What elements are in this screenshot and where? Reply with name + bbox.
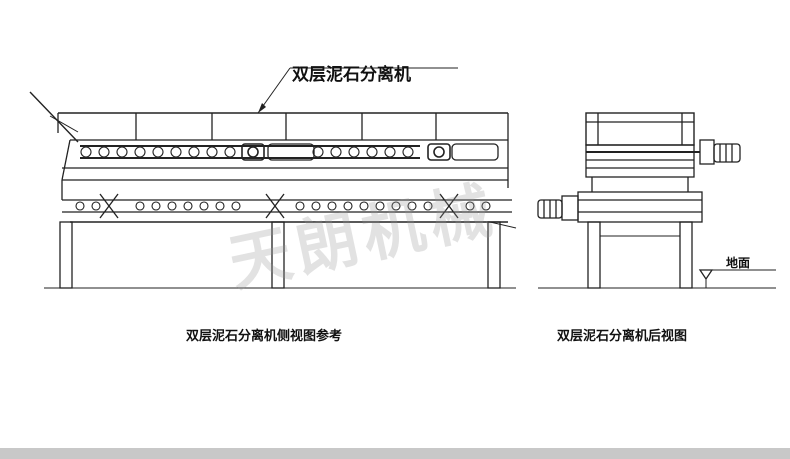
ground-label: 地面	[726, 256, 751, 270]
rear-view-caption: 双层泥石分离机后视图	[557, 329, 688, 344]
bottom-divider-bar	[0, 448, 790, 459]
side-view-caption: 双层泥石分离机侧视图参考	[186, 329, 343, 344]
rear-view-drawing	[537, 112, 776, 289]
machine-title-label: 双层泥石分离机	[292, 65, 411, 85]
side-view-drawing	[29, 67, 517, 289]
